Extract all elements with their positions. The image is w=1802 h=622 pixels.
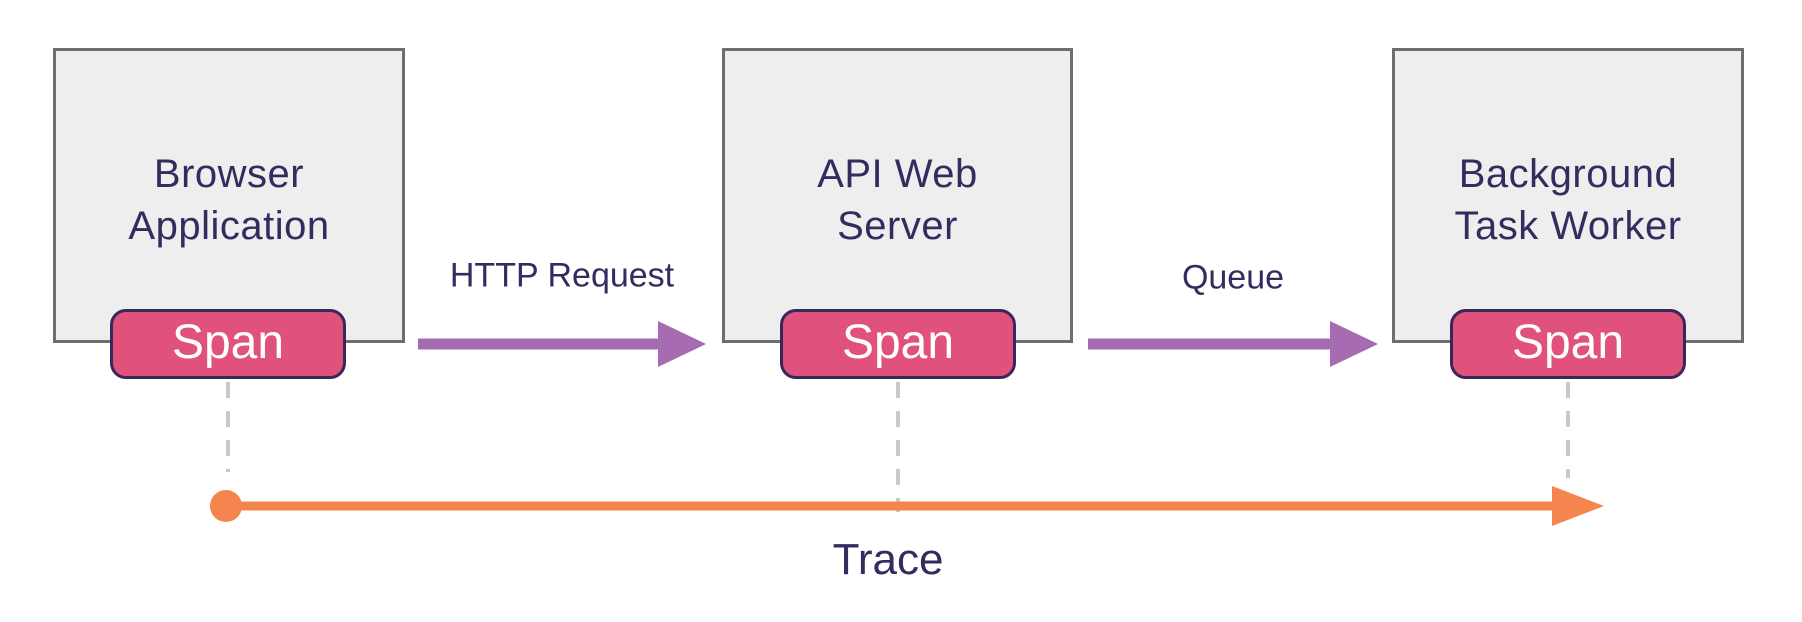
span-badge-label: Span (171, 315, 285, 369)
node-api-web-server: API Web Server (722, 48, 1073, 343)
trace-arrowhead-icon (1552, 486, 1604, 526)
span-badge-browser: Span (110, 309, 346, 379)
span-badge-api-server: Span (780, 309, 1016, 379)
node-label: Browser Application (128, 151, 330, 248)
node-background-task-worker: Background Task Worker (1392, 48, 1744, 343)
trace-start-dot (210, 490, 242, 522)
node-label: API Web Server (817, 151, 978, 248)
span-badge-label: Span (1511, 315, 1625, 369)
span-badge-label: Span (841, 315, 955, 369)
trace-label: Trace (832, 535, 944, 584)
edge-label-queue: Queue (1181, 258, 1285, 297)
edge-label-http-request: HTTP Request (449, 256, 675, 295)
span-badge-task-worker: Span (1450, 309, 1686, 379)
http-request-arrowhead-icon (658, 321, 706, 367)
node-browser-application: Browser Application (53, 48, 405, 343)
node-label: Background Task Worker (1454, 151, 1682, 248)
queue-arrowhead-icon (1330, 321, 1378, 367)
